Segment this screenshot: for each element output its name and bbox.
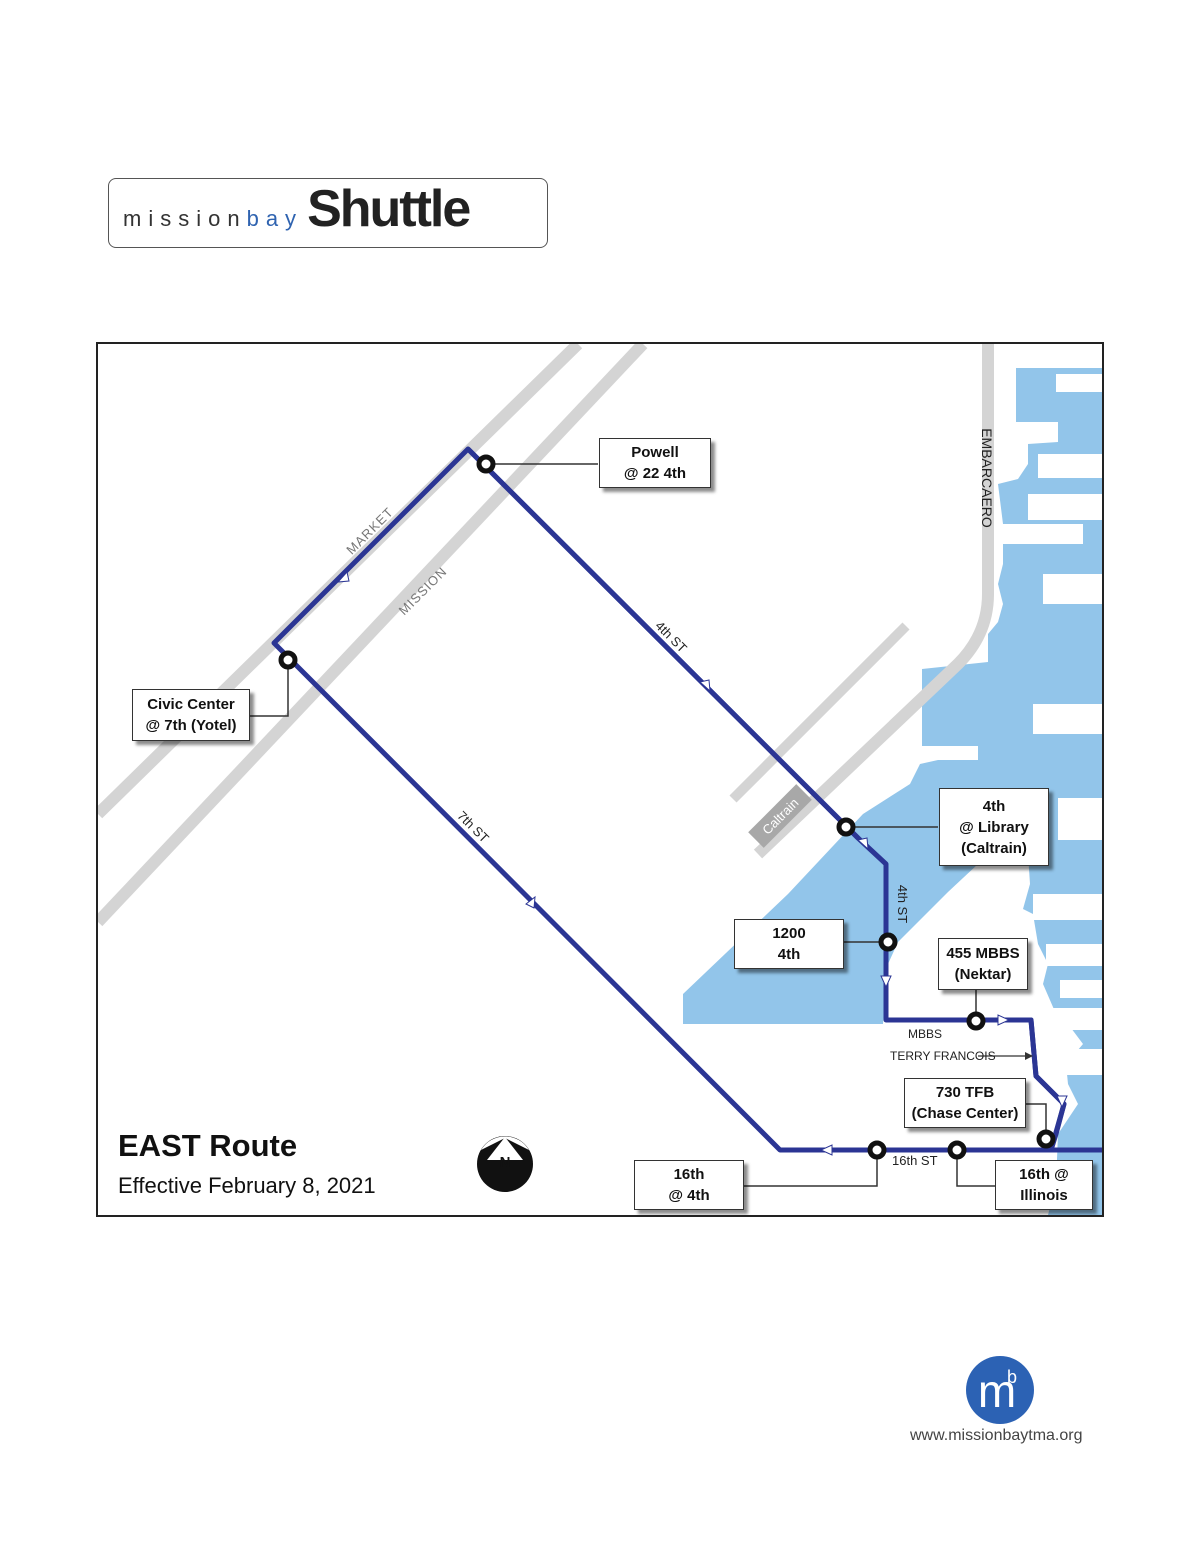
stop-label-16th-4th: 16th @ 4th xyxy=(634,1160,744,1210)
direction-arrow-4th-vert xyxy=(880,975,892,989)
direction-arrow-4th-diag xyxy=(698,679,711,693)
direction-arrow-16th xyxy=(819,1144,833,1156)
street-label-16th: 16th ST xyxy=(892,1153,938,1168)
footer-website-url[interactable]: www.missionbaytma.org xyxy=(910,1427,1083,1444)
footer-logo-m: m xyxy=(977,1365,1017,1417)
route-title: EAST Route xyxy=(118,1128,298,1163)
pier-11 xyxy=(1006,344,1102,368)
stop-label-powell: Powell @ 22 4th xyxy=(599,438,711,488)
stop-label-line: 1200 xyxy=(772,925,806,942)
logo-mission-text: mission xyxy=(123,206,247,231)
caltrain-label-box xyxy=(748,784,812,848)
missionbay-tma-logo: m b xyxy=(966,1356,1034,1424)
footer-logo-b: b xyxy=(1007,1367,1018,1387)
stop-label-line: Illinois xyxy=(1020,1187,1068,1204)
stop-label-line: Civic Center xyxy=(147,696,235,713)
stop-label-line: 730 TFB xyxy=(935,1084,995,1101)
direction-arrow-4th-library xyxy=(856,837,869,851)
logo-shuttle-text: Shuttle xyxy=(307,180,471,238)
route-map: Caltrain MARKET MISSION 4th ST 4th ST 7t… xyxy=(96,342,1104,1217)
stop-marker-powell[interactable] xyxy=(476,454,496,474)
direction-arrow-terry-francois xyxy=(1056,1095,1068,1109)
pier-1 xyxy=(1058,798,1102,840)
stop-label-455-mbbs: 455 MBBS (Nektar) xyxy=(938,938,1028,990)
stop-marker-455-mbbs[interactable] xyxy=(966,1011,986,1031)
stop-label-line: (Nektar) xyxy=(954,966,1012,983)
stop-label-line: @ Library xyxy=(959,818,1029,836)
direction-arrow-market xyxy=(336,570,350,583)
pier-4 xyxy=(1036,1008,1102,1030)
stop-label-line: (Caltrain) xyxy=(961,839,1027,857)
street-label-terry-francois: TERRY FRANCOIS xyxy=(890,1049,996,1063)
leader-civic-center xyxy=(250,658,289,717)
stop-label-line: 455 MBBS xyxy=(946,945,1020,962)
terry-francois-arrow-head xyxy=(1025,1052,1033,1060)
route-effective-date: Effective February 8, 2021 xyxy=(118,1173,376,1198)
leader-16th-4th xyxy=(744,1150,878,1187)
stop-marker-civic-center[interactable] xyxy=(278,650,298,670)
stop-label-line: 16th xyxy=(673,1166,705,1183)
stop-label-line: Powell xyxy=(631,444,679,461)
logo-bay-text: bay xyxy=(246,206,304,231)
stop-marker-1200-4th[interactable] xyxy=(878,932,898,952)
stop-label-line: 4th xyxy=(982,797,1006,815)
caltrain-rail xyxy=(729,622,910,803)
street-label-mbbs: MBBS xyxy=(908,1027,942,1041)
north-arrow-icon: N xyxy=(477,1136,533,1192)
pier-2 xyxy=(1046,944,1102,966)
pier-6 xyxy=(1028,494,1102,520)
pier-12 xyxy=(1056,374,1102,392)
leader-16th-illinois xyxy=(956,1150,995,1187)
logo-wordmark: missionbayShuttle xyxy=(123,179,471,239)
pier-5 xyxy=(1038,454,1102,478)
stop-label-4th-library: 4th @ Library (Caltrain) xyxy=(939,788,1049,866)
stop-label-line: (Chase Center) xyxy=(911,1105,1019,1122)
stop-marker-730-tfb[interactable] xyxy=(1036,1129,1056,1149)
street-label-embarcadero: EMBARCAERO xyxy=(979,428,995,528)
stop-label-line: 16th @ xyxy=(1019,1166,1069,1183)
missionbay-shuttle-logo: missionbayShuttle xyxy=(108,178,548,248)
mission-street-road xyxy=(98,344,648,927)
stop-label-1200-4th: 1200 4th xyxy=(734,919,844,969)
pier-7 xyxy=(1043,574,1102,604)
pier-10 xyxy=(1038,1049,1102,1075)
stop-label-civic-center: Civic Center @ 7th (Yotel) xyxy=(132,689,250,741)
stop-marker-4th-library[interactable] xyxy=(836,817,856,837)
pier-3 xyxy=(1060,980,1102,998)
embarcadero-road xyxy=(753,344,994,859)
stop-label-16th-illinois: 16th @ Illinois xyxy=(995,1160,1093,1210)
pier-8 xyxy=(1033,704,1102,734)
stop-label-line: @ 4th xyxy=(668,1187,710,1204)
stop-label-line: @ 7th (Yotel) xyxy=(145,717,237,734)
direction-arrow-7th xyxy=(525,895,536,909)
stop-label-730-tfb: 730 TFB (Chase Center) xyxy=(904,1078,1026,1128)
leader-730-tfb xyxy=(1024,1103,1047,1138)
bay-water xyxy=(683,344,1102,1215)
stop-marker-16th-illinois[interactable] xyxy=(947,1140,967,1160)
direction-arrow-mbbs xyxy=(997,1014,1011,1026)
fourth-st-route xyxy=(466,447,860,840)
street-label-4th-vertical: 4th ST xyxy=(895,885,910,923)
stop-marker-16th-4th[interactable] xyxy=(867,1140,887,1160)
stop-label-line: 4th xyxy=(777,946,801,963)
stop-label-line: @ 22 4th xyxy=(623,465,687,482)
north-label: N xyxy=(500,1154,511,1171)
pier-9 xyxy=(1033,894,1102,920)
map-canvas: Caltrain MARKET MISSION 4th ST 4th ST 7t… xyxy=(98,344,1102,1215)
